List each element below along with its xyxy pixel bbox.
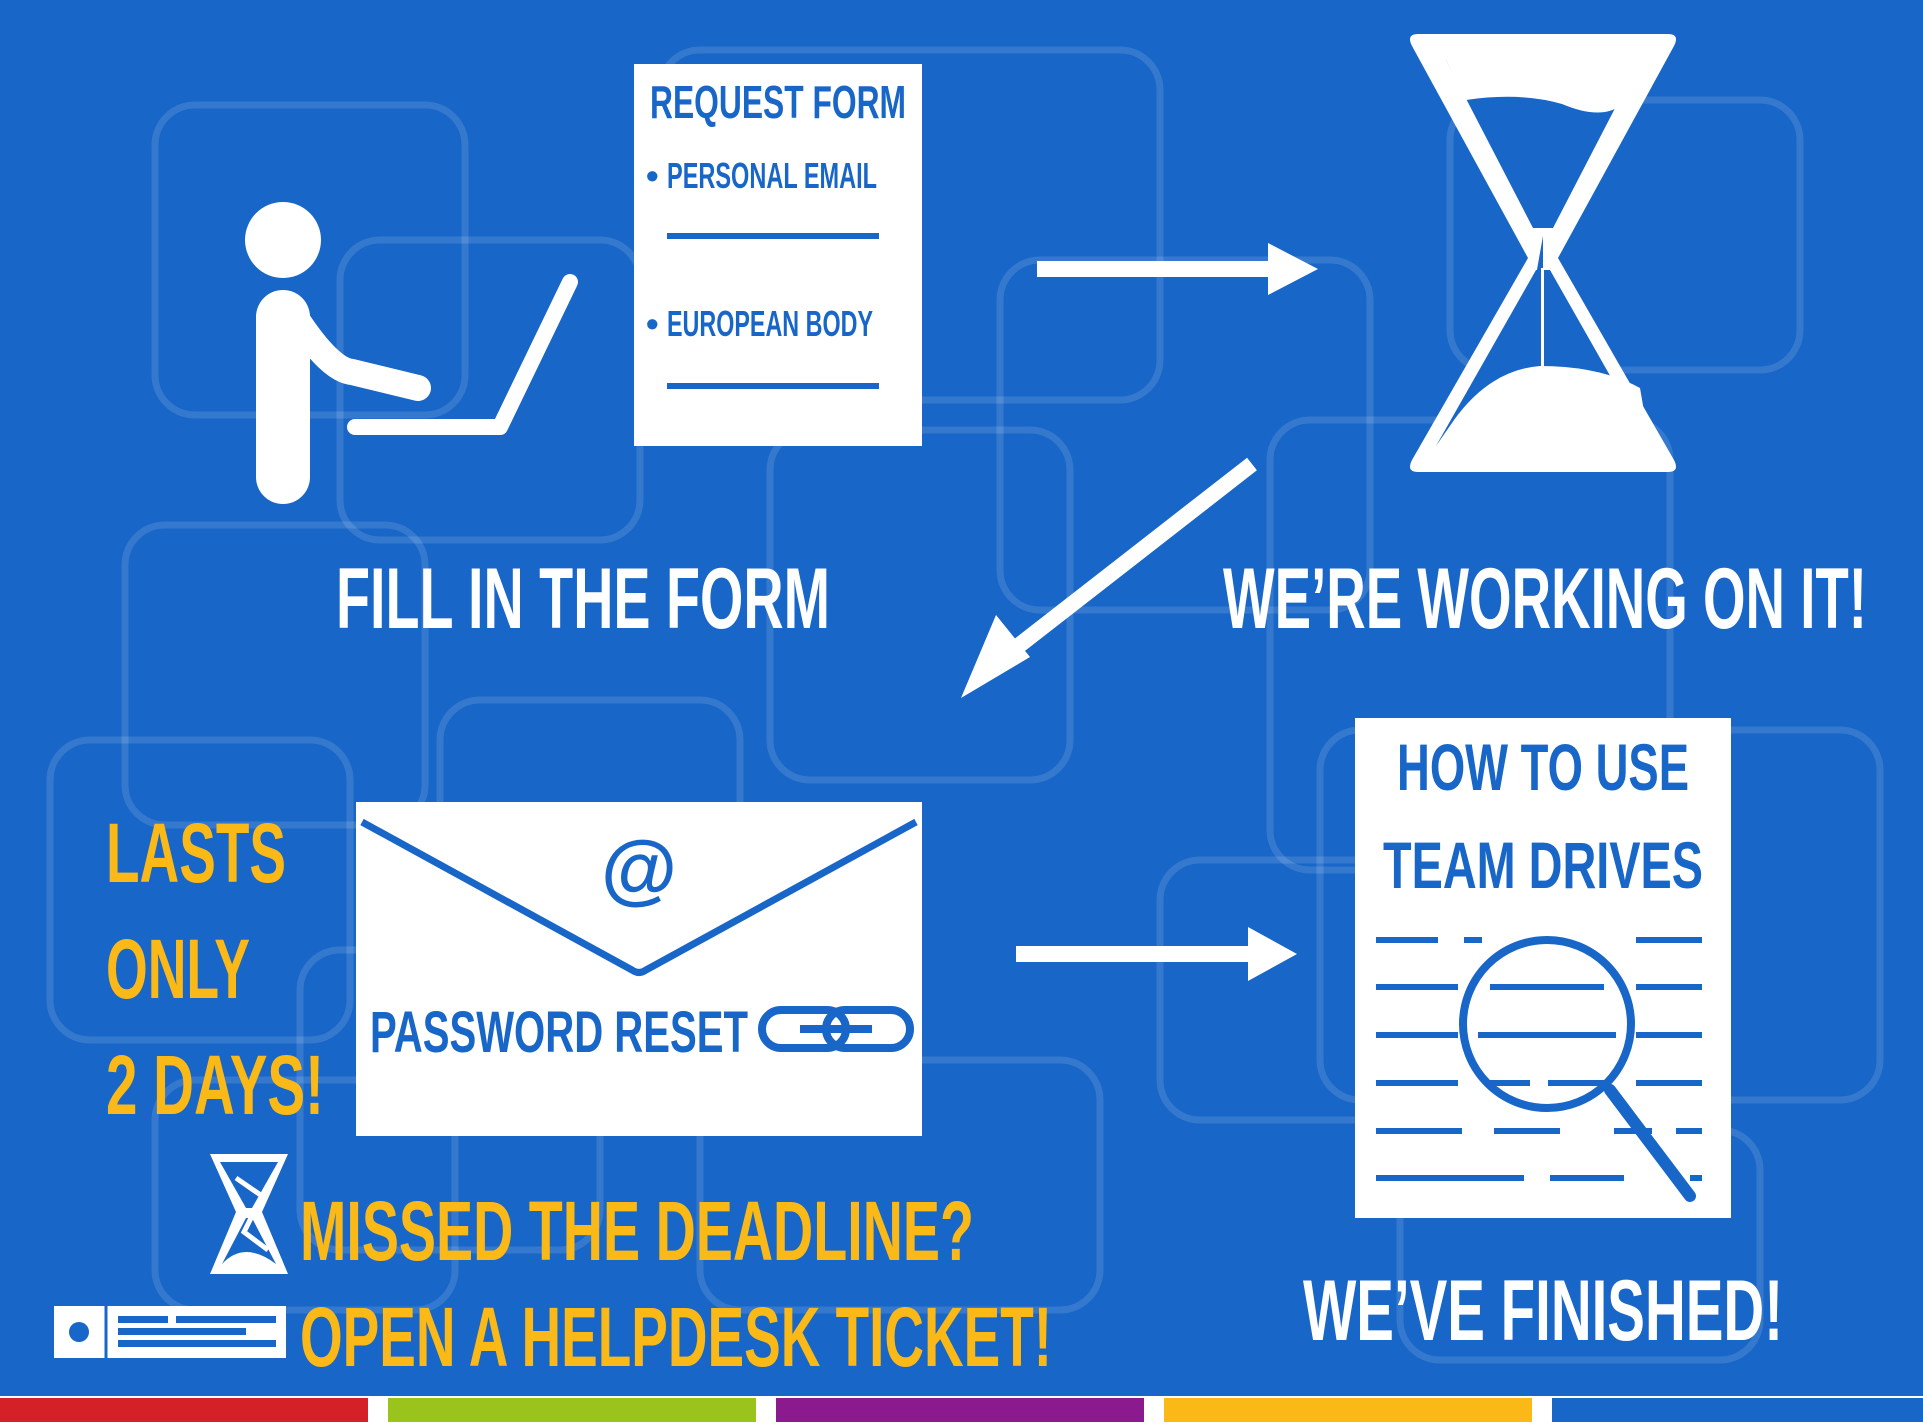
at-symbol: @ — [601, 824, 677, 912]
stripe-red — [0, 1398, 368, 1422]
request-form-title: REQUEST FORM — [650, 76, 906, 128]
person-laptop-icon — [245, 202, 578, 504]
broken-hourglass-icon — [210, 1154, 288, 1274]
form-field-personal-email: PERSONAL EMAIL — [667, 155, 877, 196]
form-bullet-1: • — [646, 155, 659, 196]
form-bullet-2: • — [646, 303, 659, 344]
guide-title-line2: TEAM DRIVES — [1383, 828, 1703, 902]
validity-line2: ONLY — [106, 922, 250, 1016]
deadline-line1: MISSED THE DEADLINE? — [300, 1184, 974, 1278]
caption-working: WE’RE WORKING ON IT! — [1223, 551, 1867, 647]
arrow-right-1 — [1037, 243, 1318, 295]
deadline-line2: OPEN A HELPDESK TICKET! — [300, 1290, 1052, 1384]
stripe-blue — [1552, 1398, 1923, 1422]
guide-title-line1: HOW TO USE — [1397, 730, 1689, 804]
request-form-document: REQUEST FORM • PERSONAL EMAIL • EUROPEAN… — [634, 64, 922, 446]
arrow-down-left — [961, 457, 1257, 698]
caption-finished: WE’VE FINISHED! — [1303, 1263, 1783, 1359]
hourglass-icon — [1410, 34, 1676, 472]
server-icon — [54, 1306, 286, 1358]
form-field-european-body: EUROPEAN BODY — [667, 303, 873, 344]
stripe-purple — [776, 1398, 1144, 1422]
magnifier-icon — [1459, 936, 1696, 1202]
form-line-1 — [667, 233, 879, 239]
team-drives-guide-document: HOW TO USE TEAM DRIVES — [1355, 718, 1731, 1218]
color-stripe — [0, 1396, 1923, 1424]
envelope-icon: @ PASSWORD RESET — [356, 802, 922, 1136]
validity-line3: 2 DAYS! — [106, 1038, 324, 1132]
caption-fill-form: FILL IN THE FORM — [336, 551, 830, 647]
stripe-yellow — [1164, 1398, 1532, 1422]
stripe-green — [388, 1398, 756, 1422]
form-line-2 — [667, 383, 879, 389]
password-reset-label: PASSWORD RESET — [370, 1000, 748, 1065]
validity-line1: LASTS — [106, 806, 286, 900]
guide-text-lines — [1376, 937, 1702, 1181]
link-chain-icon — [758, 1006, 914, 1052]
arrow-right-2 — [1016, 927, 1297, 981]
